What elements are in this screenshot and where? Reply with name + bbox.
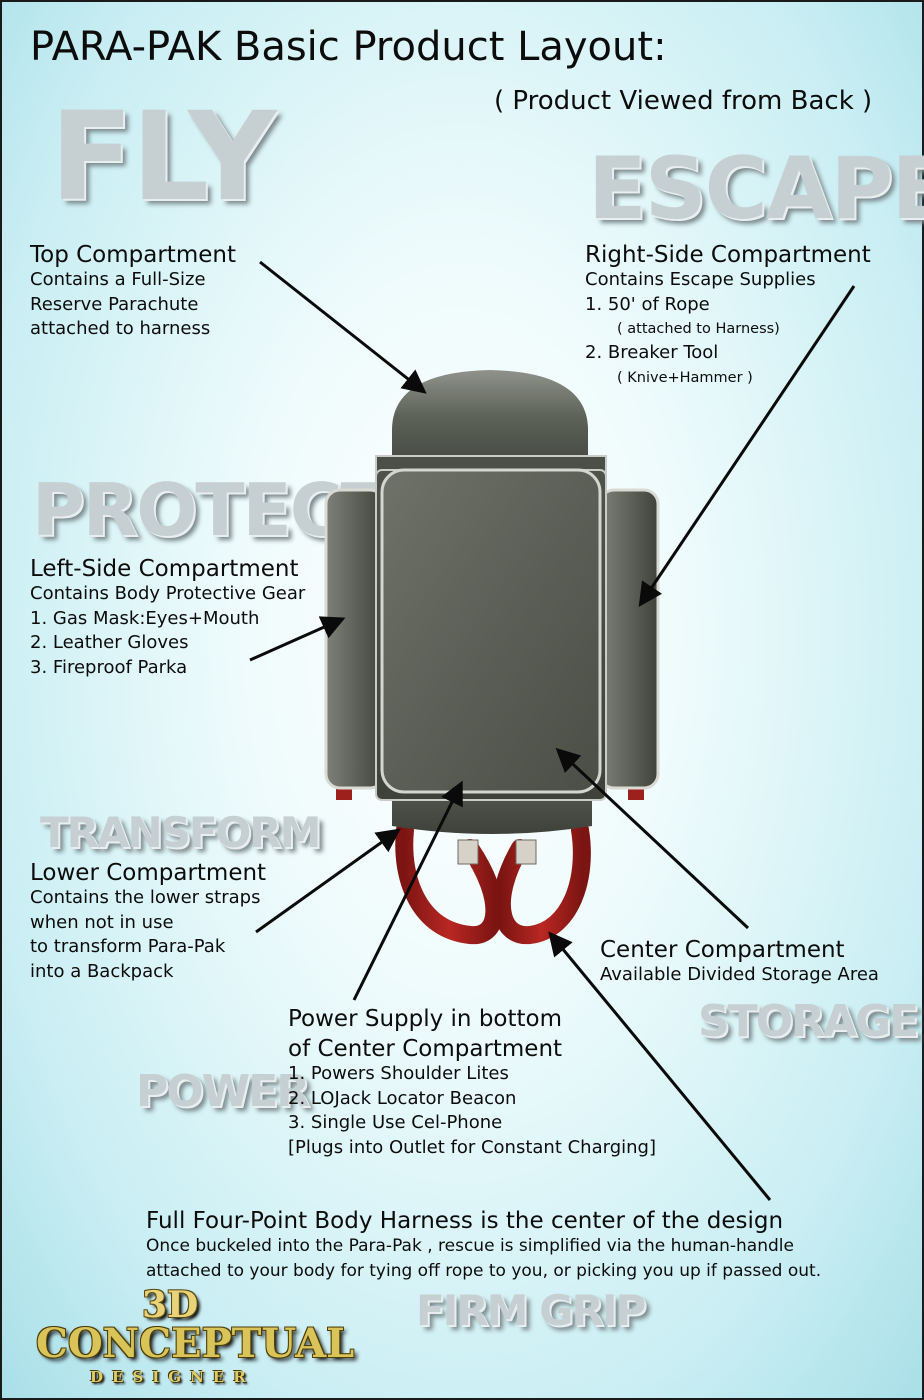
- right-desc: Contains Escape Supplies: [585, 269, 816, 290]
- harness-line-1: Once buckeled into the Para-Pak , rescue…: [146, 1236, 794, 1256]
- top-line-3: attached to harness: [30, 318, 211, 339]
- lower-line-1: Contains the lower straps: [30, 887, 261, 908]
- power-note: [Plugs into Outlet for Constant Charging…: [288, 1136, 656, 1158]
- right-item-2: 2. Breaker Tool: [585, 342, 719, 363]
- power-supply-callout: Power Supply in bottom of Center Compart…: [288, 1006, 656, 1160]
- lower-line-2: when not in use: [30, 911, 174, 933]
- harness-callout: Full Four-Point Body Harness is the cent…: [146, 1208, 821, 1283]
- right-compartment-heading: Right-Side Compartment: [585, 242, 871, 268]
- lower-line-4: into a Backpack: [30, 960, 174, 982]
- power-heading-line-1: Power Supply in bottom: [288, 1006, 563, 1032]
- left-item-2: 2. Leather Gloves: [30, 632, 189, 653]
- harness-heading: Full Four-Point Body Harness is the cent…: [146, 1208, 784, 1234]
- power-item-1: 1. Powers Shoulder Lites: [288, 1063, 509, 1084]
- top-compartment: [392, 370, 588, 462]
- lower-compartment-callout: Lower Compartment Contains the lower str…: [30, 860, 266, 984]
- right-compartment-callout: Right-Side Compartment Contains Escape S…: [585, 242, 871, 390]
- right-item-1: 1. 50' of Rope: [585, 293, 710, 315]
- lower-compartment-heading: Lower Compartment: [30, 860, 267, 886]
- keyword-firm-grip: FIRM GRIP: [416, 1286, 646, 1335]
- left-desc: Contains Body Protective Gear: [30, 583, 306, 604]
- center-compartment-callout: Center Compartment Available Divided Sto…: [600, 937, 879, 988]
- top-compartment-callout: Top Compartment Contains a Full-Size Res…: [30, 242, 236, 342]
- center-desc: Available Divided Storage Area: [600, 964, 879, 985]
- top-line-2: Reserve Parachute: [30, 293, 199, 315]
- right-side-compartment: [598, 488, 660, 790]
- top-line-1: Contains a Full-Size: [30, 269, 206, 290]
- callout-arrows: [249, 260, 856, 1201]
- logo-3d: 3D: [142, 1284, 199, 1326]
- power-item-3: 3. Single Use Cel-Phone: [288, 1112, 503, 1133]
- power-item-2: 2. LOJack Locator Beacon: [288, 1087, 517, 1109]
- page-title: PARA-PAK Basic Product Layout:: [30, 24, 667, 70]
- keyword-fly: FLY: [50, 86, 276, 228]
- right-item-1-note: ( attached to Harness): [617, 321, 780, 337]
- left-item-3: 3. Fireproof Parka: [30, 656, 188, 678]
- logo-designer: DESIGNER: [90, 1368, 255, 1386]
- left-compartment-callout: Left-Side Compartment Contains Body Prot…: [30, 556, 305, 680]
- center-compartment: [380, 468, 602, 794]
- left-compartment-heading: Left-Side Compartment: [30, 556, 299, 582]
- top-compartment-heading: Top Compartment: [30, 242, 236, 268]
- lower-compartment: [392, 796, 592, 834]
- keyword-transform: TRANSFORM: [40, 808, 321, 857]
- right-item-2-note: ( Knive+Hammer ): [617, 369, 753, 386]
- lower-line-3: to transform Para-Pak: [30, 936, 226, 957]
- left-item-1: 1. Gas Mask:Eyes+Mouth: [30, 607, 260, 629]
- power-heading-line-2: of Center Compartment: [288, 1036, 563, 1062]
- keyword-power: POWER: [136, 1066, 310, 1117]
- keyword-escape: ESCAPE: [588, 139, 924, 239]
- page-subtitle: ( Product Viewed from Back ): [494, 86, 873, 116]
- logo-conceptual: CONCEPTUAL: [36, 1320, 355, 1367]
- harness-line-2: attached to your body for tying off rope…: [146, 1260, 822, 1281]
- keyword-storage: STORAGE: [698, 996, 919, 1047]
- center-compartment-heading: Center Compartment: [600, 937, 845, 963]
